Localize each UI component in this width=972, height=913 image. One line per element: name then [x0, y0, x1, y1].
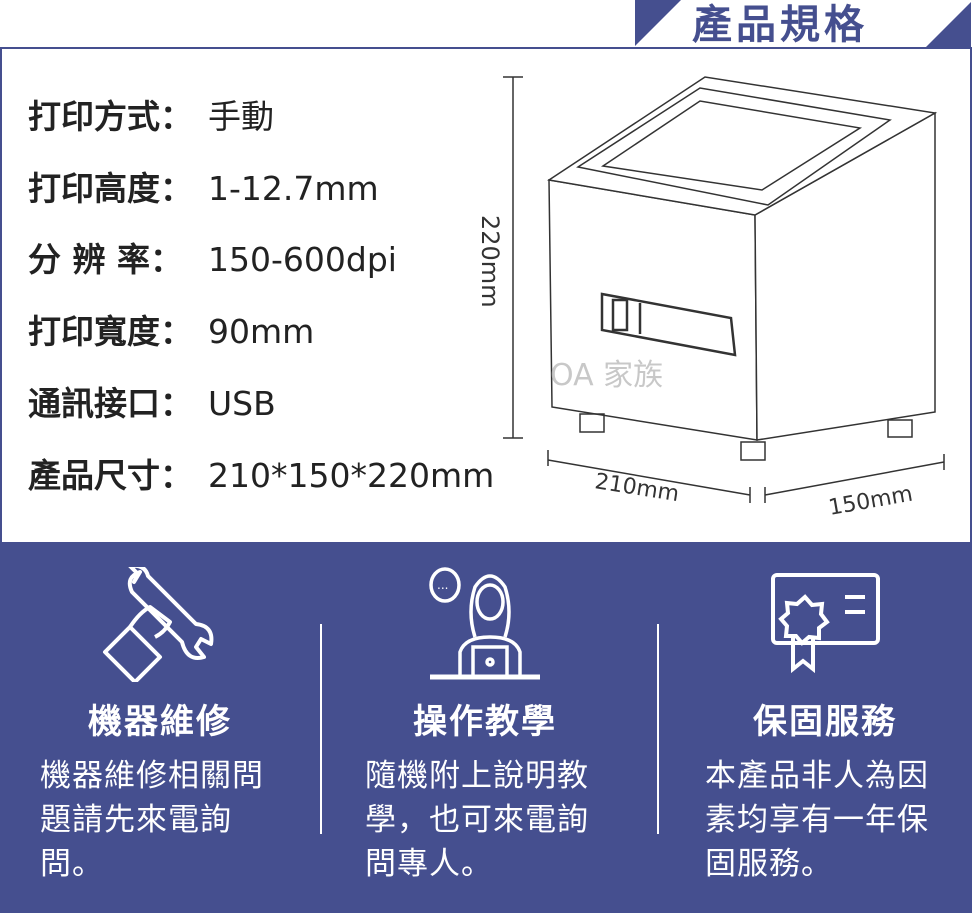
- divider: [320, 624, 322, 834]
- foot: [579, 413, 605, 433]
- spec-label: 打印方式：: [28, 97, 193, 136]
- spec-row-resolution: 分 辨 率： 150-600dpi: [28, 240, 397, 280]
- feature-repair: 機器維修 機器維修相關問題請先來電詢問。: [0, 542, 320, 913]
- spec-label: 打印寬度：: [28, 312, 193, 351]
- watermark: OA 家族: [550, 358, 663, 393]
- feature-text: 本產品非人為因素均享有一年保固服務。: [705, 758, 929, 882]
- spec-row-print-method: 打印方式： 手動: [28, 97, 274, 137]
- feature-title: 機器維修: [88, 702, 232, 742]
- svg-text:...: ...: [437, 578, 448, 592]
- features-panel: 機器維修 機器維修相關問題請先來電詢問。 ... 操作教學 隨機附上說明教學，也…: [0, 542, 972, 913]
- spec-label: 打印高度：: [28, 169, 193, 208]
- depth-label: 150mm: [827, 482, 915, 520]
- feature-warranty: 保固服務 本產品非人為因素均享有一年保固服務。: [665, 542, 972, 913]
- spec-value: 90mm: [208, 312, 315, 351]
- spec-value: 150-600dpi: [208, 240, 397, 279]
- printer-drawing: 220mm OA 家族 210mm 150mm: [476, 76, 945, 520]
- spec-value: 210*150*220mm: [208, 456, 495, 495]
- spec-row-interface: 通訊接口： USB: [28, 384, 276, 424]
- spec-value: 手動: [208, 97, 274, 136]
- foot: [740, 441, 766, 461]
- certificate-icon: [771, 573, 880, 674]
- spec-value: USB: [208, 384, 276, 423]
- spec-row-size: 產品尺寸： 210*150*220mm: [28, 456, 494, 496]
- spec-row-print-height: 打印高度： 1-12.7mm: [28, 169, 379, 209]
- spec-row-print-width: 打印寬度： 90mm: [28, 312, 314, 352]
- feature-title: 保固服務: [753, 702, 897, 742]
- feature-title: 操作教學: [413, 702, 557, 742]
- spec-label: 通訊接口：: [28, 384, 193, 423]
- divider: [657, 624, 659, 834]
- height-label: 220mm: [476, 215, 504, 308]
- feature-tutorial: ... 操作教學 隨機附上說明教學，也可來電詢問專人。: [325, 542, 645, 913]
- support-agent-icon: ...: [429, 567, 540, 680]
- foot: [887, 419, 913, 438]
- feature-text: 隨機附上說明教學，也可來電詢問專人。: [365, 758, 589, 882]
- spec-frame: [0, 47, 972, 544]
- spec-value: 1-12.7mm: [208, 169, 379, 208]
- spec-label: 產品尺寸：: [28, 456, 193, 495]
- page-title: 產品規格: [692, 1, 868, 48]
- header-triangle-left: [635, 0, 681, 46]
- wrench-hand-icon: [103, 567, 214, 682]
- feature-text: 機器維修相關問題請先來電詢問。: [40, 758, 264, 882]
- spec-panel: 產品規格 打印方式： 手動 打印高度： 1-12.7mm 分 辨 率： 150-600…: [0, 0, 972, 544]
- spec-label: 分 辨 率：: [28, 240, 183, 279]
- width-label: 210mm: [593, 469, 681, 507]
- header-triangle-right: [925, 2, 971, 48]
